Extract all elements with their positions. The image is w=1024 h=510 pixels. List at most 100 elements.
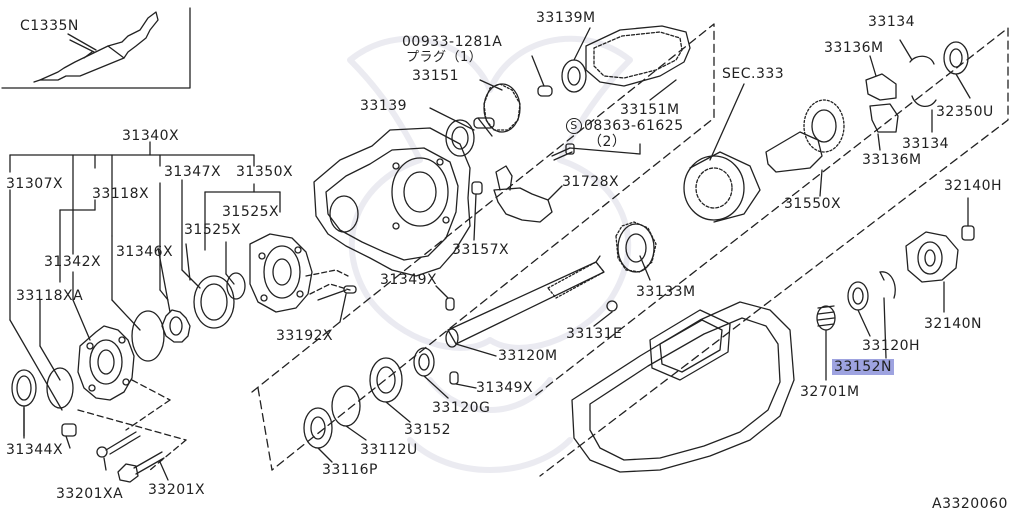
leader-lines xyxy=(23,27,971,481)
sprocket-33151 xyxy=(473,83,521,137)
label-33201xa: 33201XA xyxy=(56,486,124,502)
label-33192x: 33192X xyxy=(276,328,334,344)
plug-00933-1281a xyxy=(537,85,553,97)
label-sec333: SEC.333 xyxy=(722,66,785,82)
sealant-tube-icon xyxy=(33,11,159,83)
label-plug-note: プラグ（1） xyxy=(406,50,483,65)
rear-shaft-31550x xyxy=(765,99,845,173)
pump-cover-31350x xyxy=(249,233,313,313)
outer-rotor-31347x xyxy=(193,275,235,329)
spring-32701m xyxy=(816,305,836,331)
label-33134-a: 33134 xyxy=(868,14,916,30)
mainshaft-33120m xyxy=(445,255,605,348)
label-32701m: 32701M xyxy=(800,384,860,400)
label-c1335n: C1335N xyxy=(20,18,79,34)
label-33112u: 33112U xyxy=(360,442,418,458)
label-31350x: 31350X xyxy=(236,164,294,180)
inner-rotor-31346x xyxy=(161,309,191,343)
bearing-33139 xyxy=(445,119,475,157)
bolt-code-text: 08363-61625 xyxy=(584,118,684,134)
inset-box xyxy=(1,7,191,89)
label-32350u: 32350U xyxy=(936,104,994,120)
dashed-guide-pump xyxy=(77,379,187,471)
label-33152: 33152 xyxy=(404,422,452,438)
snap-ring-33152n xyxy=(879,271,896,299)
snap-ring-33134-b xyxy=(911,95,937,107)
o-ring-31525x xyxy=(226,272,246,300)
label-33134-b: 33134 xyxy=(902,136,950,152)
label-31347x: 31347X xyxy=(164,164,222,180)
label-32140n: 32140N xyxy=(924,316,983,332)
label-33136m-b: 33136M xyxy=(862,152,922,168)
seal-33116p xyxy=(303,407,333,449)
needle-bearing-33120g xyxy=(413,347,435,377)
needle-bearing-33136m-b xyxy=(869,103,899,133)
pin-31349x-upper xyxy=(445,297,455,311)
rear-housing xyxy=(571,301,795,473)
label-31349x-lower: 31349X xyxy=(476,380,534,396)
drawing-id: A3320060 xyxy=(932,496,1008,510)
bearing-33152 xyxy=(369,357,403,403)
bolt-33201x xyxy=(117,451,165,483)
label-bolt-qty: （2） xyxy=(588,134,627,150)
bolt-08363-61625 xyxy=(551,143,575,161)
label-33139: 33139 xyxy=(360,98,408,114)
highlight-box-33152n[interactable]: 33152N xyxy=(832,359,895,375)
needle-bearing-33136m-a xyxy=(865,73,897,101)
label-33201x: 33201X xyxy=(148,482,206,498)
flange-32140n xyxy=(905,231,959,283)
bolt-33201xa xyxy=(96,431,141,458)
nut-32140h xyxy=(961,225,975,241)
label-31346x: 31346X xyxy=(116,244,174,260)
label-33131e: 33131E xyxy=(566,326,623,342)
label-plug-code: 00933-1281A xyxy=(402,34,503,50)
label-31349x-upper: 31349X xyxy=(380,272,438,288)
gasket-33118x xyxy=(131,310,165,362)
bearing-33139m xyxy=(561,59,587,93)
label-33139m: 33139M xyxy=(536,10,596,26)
dowel-pin-31344x xyxy=(61,423,77,437)
label-31550x: 31550X xyxy=(784,196,842,212)
label-33118x: 33118X xyxy=(92,186,150,202)
label-31342x: 31342X xyxy=(44,254,102,270)
seal-32350u xyxy=(943,41,969,75)
label-31340x: 31340X xyxy=(122,128,180,144)
ball-33131e xyxy=(606,300,618,312)
label-33120h: 33120H xyxy=(862,338,921,354)
gear-33133m xyxy=(615,221,657,273)
magnet-33157x xyxy=(471,181,483,195)
label-31525x-a: 31525X xyxy=(222,204,280,220)
snap-ring-33134-a xyxy=(909,55,935,65)
label-33136m-a: 33136M xyxy=(824,40,884,56)
chain-33151m xyxy=(585,25,691,87)
shim-33112u xyxy=(331,385,361,427)
label-31307x: 31307X xyxy=(6,176,64,192)
label-33151m: 33151M xyxy=(620,102,680,118)
shift-fork-31728x xyxy=(493,165,553,223)
circled-s-symbol: S xyxy=(566,118,582,134)
bearing-33120h xyxy=(847,281,869,311)
label-33133m: 33133M xyxy=(636,284,696,300)
label-33120m: 33120M xyxy=(498,348,558,364)
pins-33192x xyxy=(305,269,357,301)
label-31728x: 31728X xyxy=(562,174,620,190)
label-31344x: 31344X xyxy=(6,442,64,458)
label-33157x: 33157X xyxy=(452,242,510,258)
label-33152n[interactable]: 33152N xyxy=(832,359,895,375)
oil-seal-31344x xyxy=(11,369,37,407)
transfer-housing xyxy=(313,127,471,277)
label-33120g: 33120G xyxy=(432,400,491,416)
gasket-33118xa xyxy=(46,367,74,409)
label-33151: 33151 xyxy=(412,68,460,84)
callout-bracket-31340x xyxy=(9,141,281,411)
label-33116p: 33116P xyxy=(322,462,378,478)
label-32140h: 32140H xyxy=(944,178,1003,194)
label-31525x-b: 31525X xyxy=(184,222,242,238)
label-33118xa: 33118XA xyxy=(16,288,84,304)
pin-31349x-lower xyxy=(449,371,459,385)
clutch-drum xyxy=(683,151,761,223)
dashed-frame-shaft xyxy=(251,23,715,471)
